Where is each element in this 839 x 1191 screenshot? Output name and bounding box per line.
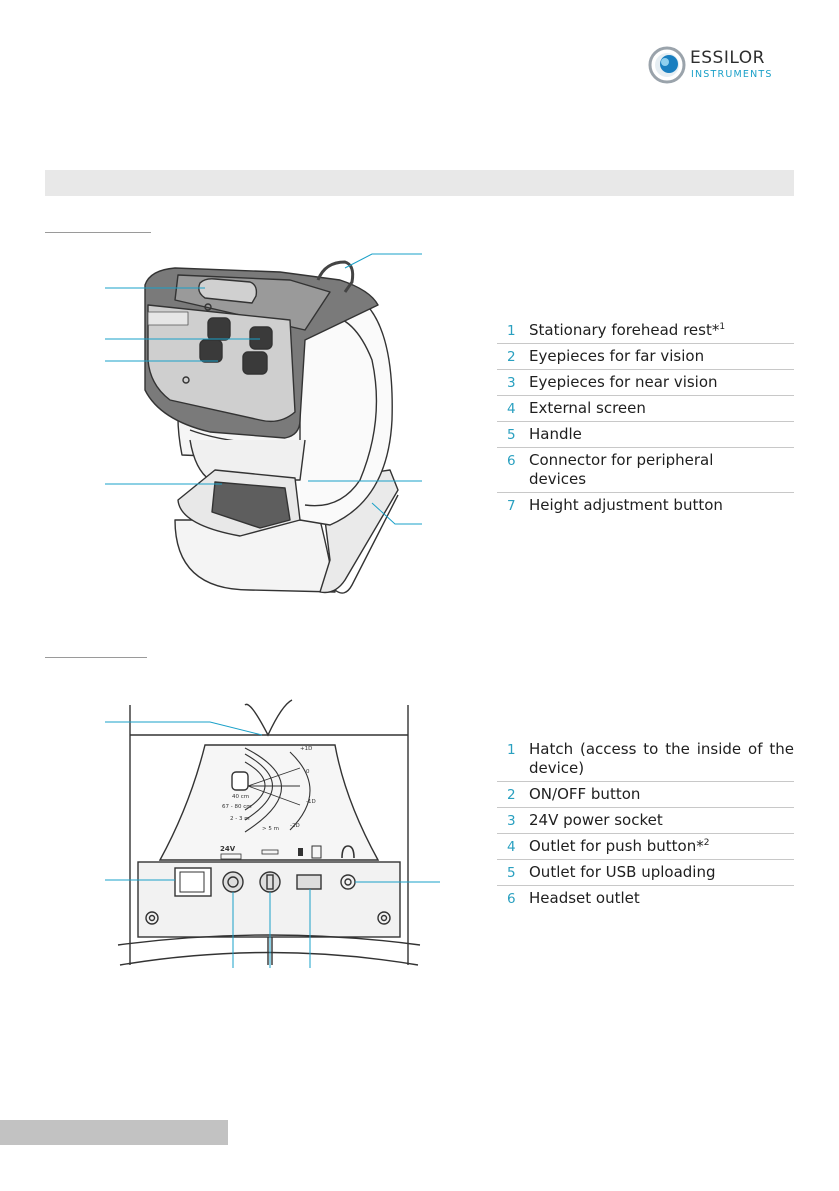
legend-number: 2	[507, 349, 516, 365]
dc-polarity-icon	[220, 853, 242, 860]
legend-text: ON/OFF button	[529, 785, 641, 803]
legend-number: 1	[507, 323, 516, 339]
legend-text: Headset outlet	[529, 889, 640, 907]
distance-label-4: > 5 m	[262, 826, 279, 832]
legend-text: Handle	[529, 425, 582, 443]
legend-number: 3	[507, 375, 516, 391]
legend-number: 2	[507, 787, 516, 803]
legend-text: Outlet for USB uploading	[529, 863, 716, 881]
usb-icon	[298, 848, 303, 856]
legend-text: Outlet for push button*2	[529, 837, 710, 855]
legend-number: 4	[507, 401, 516, 417]
push-button-icon	[261, 849, 279, 855]
essilor-logo-icon	[648, 46, 686, 84]
legend-number: 6	[507, 453, 516, 469]
brand-name: ESSILOR	[690, 48, 765, 68]
power-label-4: -2D	[290, 823, 300, 829]
power-label-3: -1D	[306, 799, 316, 805]
legend-number: 3	[507, 813, 516, 829]
section-title-bar	[45, 170, 794, 196]
front-view-legend: 1 Stationary forehead rest*1 2 Eyepieces…	[497, 318, 794, 518]
back-view-heading-rule	[45, 657, 147, 658]
brand-logo: ESSILOR INSTRUMENTS	[648, 44, 798, 86]
legend-text: Eyepieces for far vision	[529, 347, 705, 365]
distance-label-2: 67 - 80 cm	[222, 804, 252, 810]
brand-sub: INSTRUMENTS	[691, 69, 773, 80]
power-label-2: 0	[306, 769, 310, 775]
legend-number: 6	[507, 891, 516, 907]
distance-label-3: 2 - 3 m	[230, 816, 250, 822]
legend-row: 3 Eyepieces for near vision	[497, 370, 794, 396]
back-view-legend: 1 Hatch (access to the inside of the dev…	[497, 737, 794, 911]
legend-number: 1	[507, 742, 516, 758]
legend-number: 7	[507, 498, 516, 514]
label-24v: 24V	[220, 845, 236, 853]
distance-label-1: 40 cm	[232, 794, 249, 800]
front-view-heading-rule	[45, 232, 151, 233]
power-label-1: +1D	[300, 746, 312, 752]
legend-row: 5 Handle	[497, 422, 794, 448]
legend-row: 7 Height adjustment button	[497, 493, 794, 518]
headset-icon	[341, 845, 355, 859]
legend-row: 2 ON/OFF button	[497, 782, 794, 808]
legend-text: External screen	[529, 399, 646, 417]
legend-text: Hatch (access to the inside of the devic…	[529, 740, 794, 777]
legend-text: 24V power socket	[529, 811, 663, 829]
legend-text: Stationary forehead rest*1	[529, 321, 726, 339]
legend-row: 1 Stationary forehead rest*1	[497, 318, 794, 344]
legend-row: 6 Connector for peripheral devices	[497, 448, 794, 493]
legend-row: 6 Headset outlet	[497, 886, 794, 911]
legend-number: 5	[507, 427, 516, 443]
legend-number: 5	[507, 865, 516, 881]
footer-bar	[0, 1120, 228, 1145]
legend-row: 3 24V power socket	[497, 808, 794, 834]
legend-row: 1 Hatch (access to the inside of the dev…	[497, 737, 794, 782]
legend-row: 4 Outlet for push button*2	[497, 834, 794, 860]
legend-number: 4	[507, 839, 516, 855]
legend-text: Height adjustment button	[529, 496, 723, 514]
legend-row: 2 Eyepieces for far vision	[497, 344, 794, 370]
legend-text: Eyepieces for near vision	[529, 373, 718, 391]
legend-row: 4 External screen	[497, 396, 794, 422]
legend-text: Connector for peripheral devices	[529, 451, 714, 488]
port-icons	[220, 845, 355, 860]
legend-row: 5 Outlet for USB uploading	[497, 860, 794, 886]
